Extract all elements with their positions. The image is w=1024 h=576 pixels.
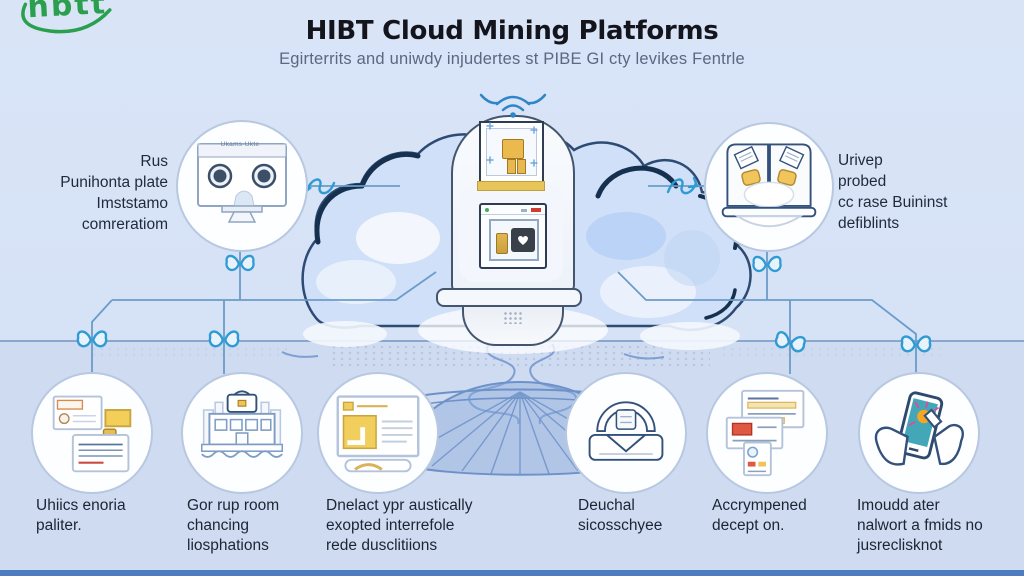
logo: hbtt <box>15 0 128 47</box>
bank-building-icon <box>200 390 284 458</box>
caption-line: Deuchal <box>578 497 635 514</box>
red-indicator-icon <box>531 208 541 212</box>
left-node-line: Punihonta plate <box>60 174 168 191</box>
right-node-line: defiblints <box>838 215 900 232</box>
device-flange <box>436 288 582 307</box>
wifi-icon <box>479 93 547 112</box>
caption-line: sicosschyee <box>578 517 663 534</box>
right-node-line: probed <box>838 173 887 190</box>
report-documents-icon <box>725 389 805 477</box>
device-screen-base-strip <box>477 181 545 191</box>
ground-dot-texture-right <box>720 346 940 356</box>
mining-box-icon <box>511 228 535 252</box>
machine-node-circle <box>565 372 687 494</box>
device-top-screen-inner <box>486 128 537 176</box>
green-dot-icon <box>485 208 489 212</box>
mid-screen-stand <box>489 219 539 261</box>
caption-line: exopted interrefole <box>326 517 455 534</box>
gold-miner-figure-icon <box>501 139 524 159</box>
caption-line: paliter. <box>36 517 82 534</box>
ground-dot-texture-left <box>90 346 290 356</box>
logo-swoosh-icon <box>21 2 112 34</box>
phone-node-circle <box>858 372 980 494</box>
left-node-line: comreratiom <box>81 216 168 233</box>
caption-machine: Deuchal sicosschyee <box>578 496 708 536</box>
documents-stack-icon <box>52 395 132 473</box>
gold-canister-icon <box>496 233 508 254</box>
page-title: HIBT Cloud Mining Platforms <box>305 16 719 46</box>
open-book-hands-icon <box>721 143 817 228</box>
swirl-arrow-right <box>666 176 699 195</box>
hands-phone-icon <box>874 391 964 466</box>
caption-documents: Uhiics enoria paliter. <box>36 496 186 536</box>
wifi-dot <box>510 112 516 118</box>
caption-line: Accrympened <box>712 497 807 514</box>
sparkle-icons <box>486 122 538 167</box>
gold-miner-leg <box>507 159 516 174</box>
footer-strip <box>0 570 1024 576</box>
caption-line: Imoudd ater <box>857 497 940 514</box>
gold-miner-leg <box>517 159 526 174</box>
caption-line: decept on. <box>712 517 785 534</box>
page-subtitle: Egirterrits and uniwdy injudertes st PIB… <box>279 50 745 68</box>
device-base <box>462 302 564 346</box>
device-top-screen <box>479 121 544 183</box>
wifi-and-sparkles <box>479 93 547 167</box>
reports-node-circle <box>706 372 828 494</box>
caption-line: Uhiics enoria <box>36 497 126 514</box>
puff-cloud-right <box>640 322 740 350</box>
caption-reports: Accrympened decept on. <box>712 496 852 536</box>
heart-icon <box>518 235 528 245</box>
scanner-machine-icon <box>588 401 664 461</box>
caption-line: Gor rup room <box>187 497 280 514</box>
left-node-text: Rus Punihonta plate Imststamo comreratio… <box>28 151 168 235</box>
dashboard-node-circle <box>317 372 439 494</box>
right-node-line: cc rase Buininst <box>838 194 948 211</box>
right-node-text: Urivep probed cc rase Buininst defiblint… <box>838 150 998 234</box>
caption-line: Dnelact ypr austically <box>326 497 473 514</box>
caption-dashboard: Dnelact ypr austically exopted interrefo… <box>326 496 516 556</box>
caption-line: nalwort a fmids no <box>857 517 983 534</box>
book-node-circle <box>704 122 834 252</box>
device-mid-screen <box>479 203 547 269</box>
monitor-screen-label: Ukams-Ukte <box>220 141 260 148</box>
monitor-coins-icon <box>197 143 287 223</box>
mid-screen-titlebar <box>481 205 545 215</box>
caption-line: jusreclisknot <box>857 537 943 554</box>
gray-tick-icon <box>521 209 527 212</box>
ground-region <box>0 342 1024 576</box>
monitor-node-circle <box>176 120 308 252</box>
caption-building: Gor rup room chancing liosphations <box>187 496 327 556</box>
right-node-line: Urivep <box>838 152 883 169</box>
left-node-line: Imststamo <box>96 195 168 212</box>
caption-line: chancing <box>187 517 250 534</box>
documents-node-circle <box>31 372 153 494</box>
caption-phone: Imoudd ater nalwort a fmids no jusreclis… <box>857 496 1017 556</box>
caption-line: rede dusclitiions <box>326 537 438 554</box>
caption-line: liosphations <box>187 537 269 554</box>
dashboard-window-icon <box>336 395 420 473</box>
puff-cloud-left <box>303 321 387 347</box>
building-node-circle <box>181 372 303 494</box>
left-node-line: Rus <box>140 153 168 170</box>
device-emblem <box>503 311 523 324</box>
